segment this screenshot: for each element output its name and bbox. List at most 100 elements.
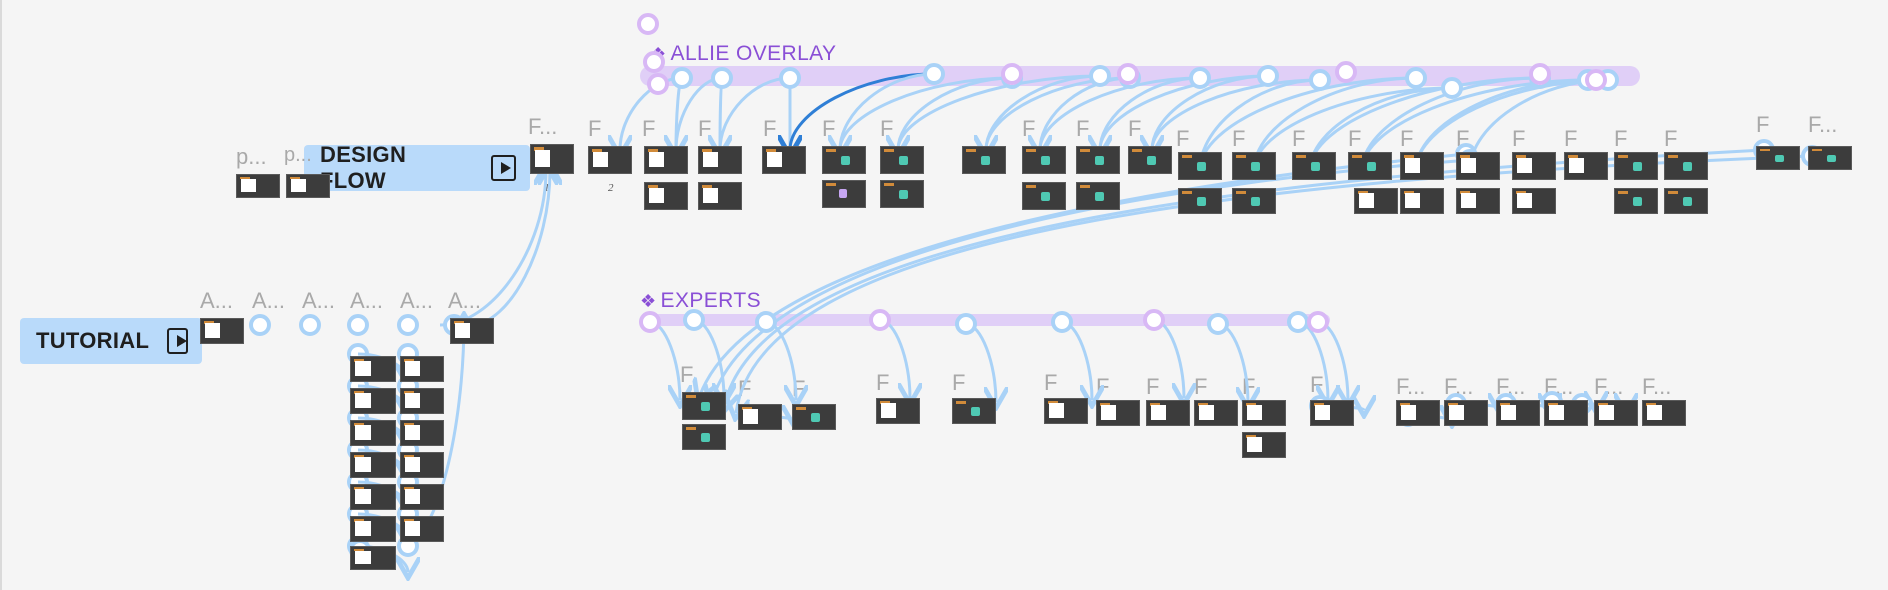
screen-frame[interactable] — [286, 174, 330, 198]
hotspot-marker — [347, 314, 369, 336]
screen-frame[interactable] — [644, 146, 688, 174]
screen-frame[interactable] — [1348, 152, 1392, 180]
hotspot-marker — [1441, 77, 1463, 99]
screen-frame[interactable] — [876, 398, 920, 424]
hotspot-marker — [1189, 67, 1211, 89]
screen-frame[interactable] — [644, 182, 688, 210]
frame-thumbnail — [1247, 437, 1263, 452]
flow-start-tutorial[interactable]: TUTORIAL — [20, 318, 202, 364]
frame-label: F — [1756, 112, 1770, 137]
screen-frame[interactable] — [450, 318, 494, 344]
connector-line — [1152, 74, 1269, 150]
screen-frame[interactable] — [588, 146, 632, 174]
screen-frame[interactable] — [1512, 152, 1556, 180]
screen-frame[interactable] — [1396, 400, 1440, 426]
screen-frame[interactable] — [1614, 152, 1658, 180]
screen-frame[interactable] — [1496, 400, 1540, 426]
screen-frame[interactable] — [1178, 188, 1222, 214]
frame-header — [1459, 155, 1470, 159]
screen-frame[interactable] — [1232, 152, 1276, 180]
screen-frame[interactable] — [1642, 400, 1686, 426]
screen-frame[interactable] — [1292, 152, 1336, 180]
frame-thumbnail — [1682, 197, 1692, 206]
screen-frame[interactable] — [1232, 188, 1276, 214]
screen-frame[interactable] — [400, 484, 444, 510]
frame-thumbnail — [1599, 405, 1615, 420]
screen-frame[interactable] — [236, 174, 280, 198]
screen-frame[interactable] — [1808, 146, 1852, 170]
screen-frame[interactable] — [1444, 400, 1488, 426]
section-title-allie-overlay[interactable]: ❖ALLIE OVERLAY — [650, 42, 836, 66]
screen-frame[interactable] — [822, 180, 866, 208]
screen-frame[interactable] — [1354, 188, 1398, 214]
screen-frame[interactable] — [1194, 400, 1238, 426]
screen-frame[interactable] — [1594, 400, 1638, 426]
screen-frame[interactable] — [880, 180, 924, 208]
screen-frame[interactable] — [822, 146, 866, 174]
screen-frame[interactable] — [738, 404, 782, 430]
screen-frame[interactable] — [962, 146, 1006, 174]
screen-frame[interactable] — [1564, 152, 1608, 180]
screen-frame[interactable] — [350, 388, 396, 414]
screen-frame[interactable] — [792, 404, 836, 430]
flow-start-design-flow[interactable]: DESIGN FLOW — [304, 142, 530, 193]
screen-frame[interactable] — [350, 452, 396, 478]
screen-frame[interactable] — [1512, 188, 1556, 214]
screen-frame[interactable] — [1076, 182, 1120, 210]
screen-frame[interactable] — [400, 452, 444, 478]
screen-frame[interactable] — [1178, 152, 1222, 180]
screen-frame[interactable] — [880, 146, 924, 174]
frame-label: F... — [1444, 374, 1474, 399]
screen-frame[interactable] — [762, 146, 806, 174]
screen-frame[interactable] — [1022, 146, 1066, 174]
screen-frame[interactable] — [1096, 400, 1140, 426]
screen-frame[interactable] — [1664, 152, 1708, 180]
screen-frame[interactable] — [1310, 400, 1354, 426]
screen-frame[interactable] — [350, 516, 396, 542]
screen-frame[interactable] — [682, 392, 726, 420]
screen-frame[interactable] — [400, 420, 444, 446]
screen-frame[interactable] — [698, 146, 742, 174]
screen-frame[interactable] — [1022, 182, 1066, 210]
screen-frame[interactable] — [1146, 400, 1190, 426]
frame-header — [1313, 402, 1324, 406]
screen-frame[interactable] — [400, 388, 444, 414]
screen-frame[interactable] — [682, 424, 726, 450]
screen-frame[interactable] — [1756, 146, 1800, 170]
screen-frame[interactable] — [350, 420, 396, 446]
frame-header — [1197, 402, 1208, 406]
frame-header — [403, 454, 414, 458]
screen-frame[interactable] — [1400, 152, 1444, 180]
frame-thumbnail — [1196, 162, 1206, 171]
screen-frame[interactable] — [350, 356, 396, 382]
screen-frame[interactable] — [698, 182, 742, 210]
frame-header — [647, 149, 658, 153]
play-icon[interactable] — [490, 155, 516, 181]
screen-frame[interactable] — [952, 398, 996, 424]
screen-frame[interactable] — [400, 356, 444, 382]
frame-header — [879, 400, 890, 404]
screen-frame[interactable] — [1664, 188, 1708, 214]
screen-frame[interactable] — [1044, 398, 1088, 424]
screen-frame[interactable] — [1456, 188, 1500, 214]
hotspot-marker — [1335, 61, 1357, 83]
screen-frame[interactable] — [1242, 400, 1286, 426]
screen-frame[interactable] — [350, 546, 396, 570]
screen-frame[interactable] — [1614, 188, 1658, 214]
screen-frame[interactable] — [350, 484, 396, 510]
screen-frame[interactable] — [530, 144, 574, 174]
frame-label: F — [1348, 126, 1362, 151]
screen-frame[interactable] — [1456, 152, 1500, 180]
frame-thumbnail — [1549, 405, 1565, 420]
screen-frame[interactable] — [1076, 146, 1120, 174]
screen-frame[interactable] — [400, 516, 444, 542]
screen-frame[interactable] — [1544, 400, 1588, 426]
play-icon[interactable] — [167, 328, 188, 354]
frame-header — [1547, 402, 1558, 406]
screen-frame[interactable] — [200, 318, 244, 344]
screen-frame[interactable] — [1400, 188, 1444, 214]
screen-frame[interactable] — [1128, 146, 1172, 174]
screen-frame[interactable] — [1242, 432, 1286, 458]
section-title-experts[interactable]: ❖EXPERTS — [640, 289, 761, 313]
